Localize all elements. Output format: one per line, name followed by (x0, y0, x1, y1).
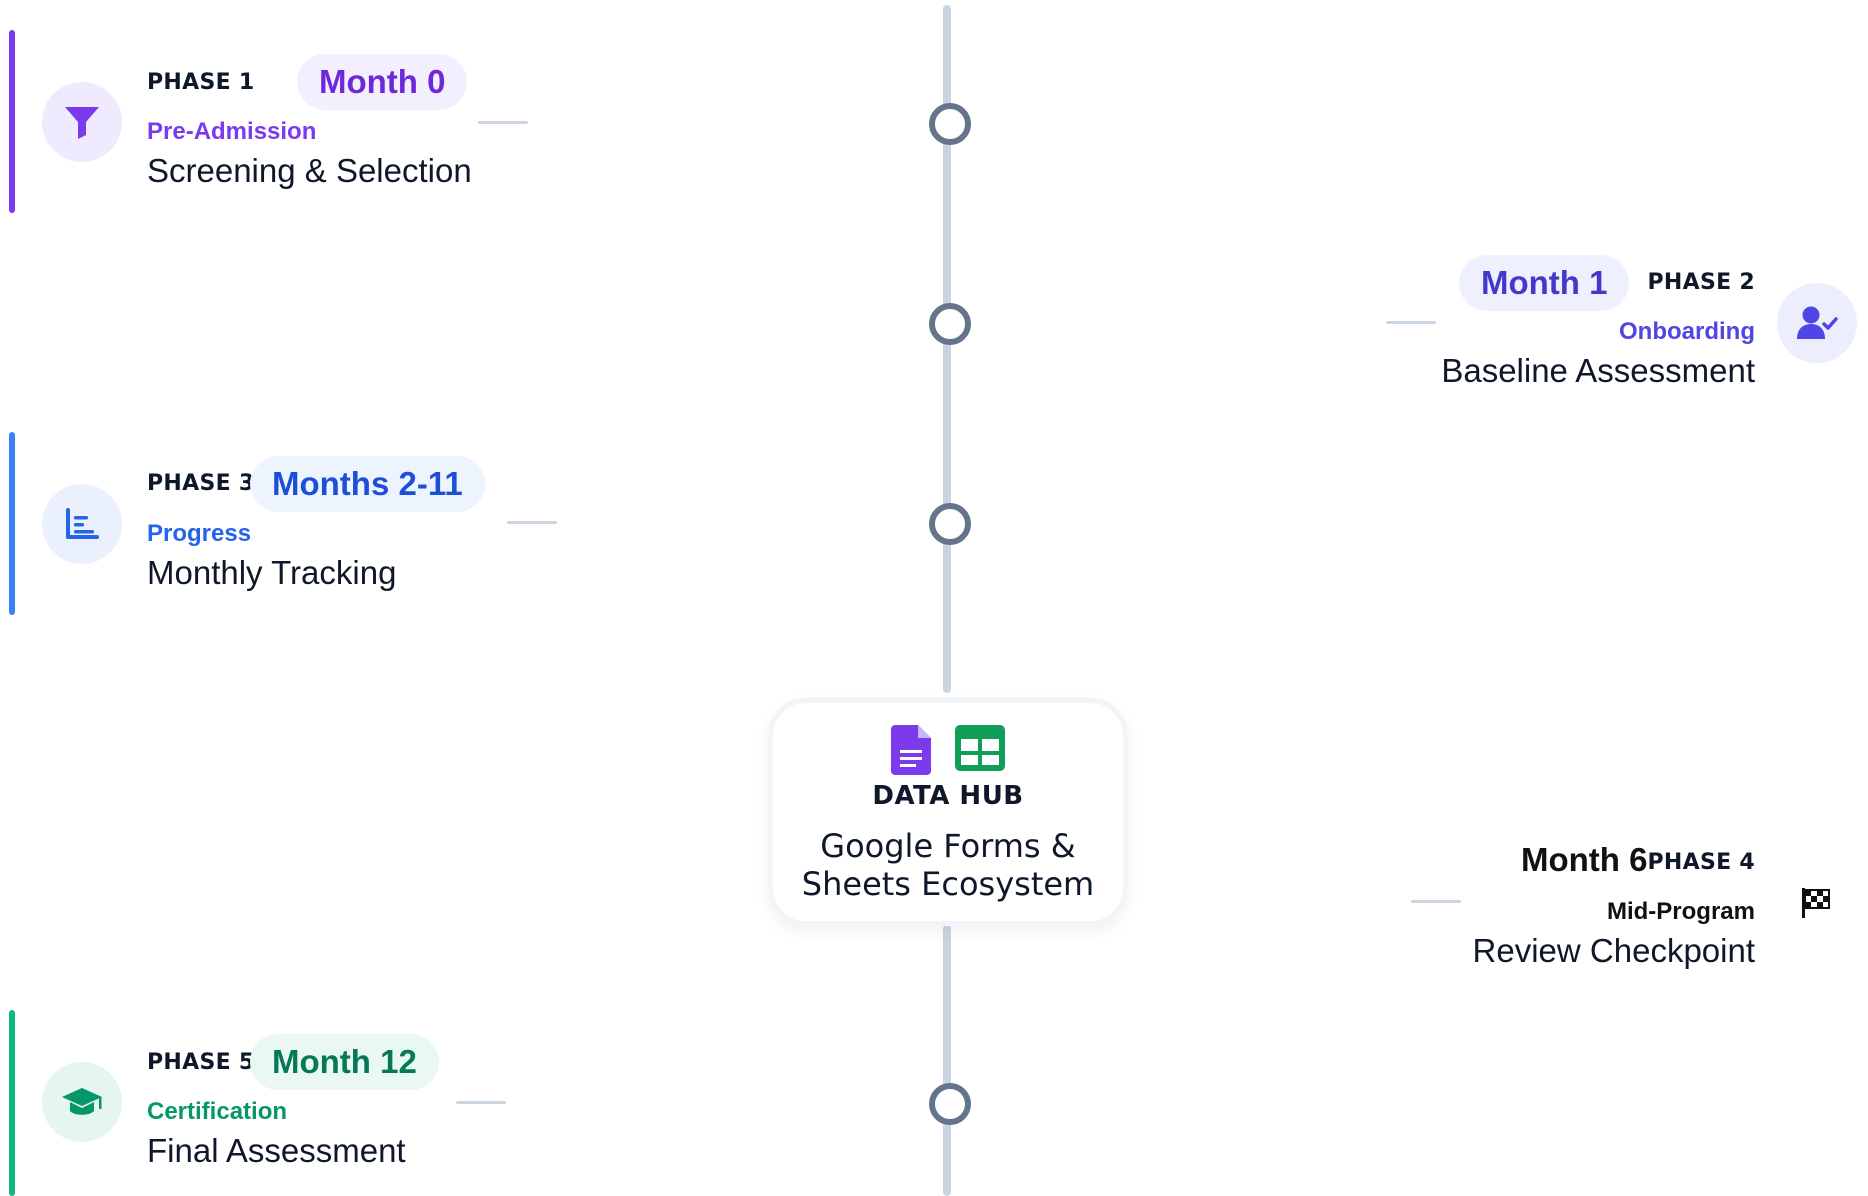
phase-4-month-pill: Month 6 (1521, 841, 1648, 878)
phase-2-category: Onboarding (1619, 318, 1755, 345)
phase-5-category: Certification (147, 1098, 288, 1125)
phase-2-label: PHASE 2 (1647, 270, 1755, 295)
connector-phase-1 (478, 121, 528, 124)
connector-phase-2 (1386, 321, 1436, 324)
checkered-flag-icon (1802, 888, 1830, 918)
phase-1-label: PHASE 1 (147, 70, 255, 95)
phase-3-month-pill: Months 2-11 (250, 456, 485, 512)
connector-phase-3 (507, 521, 557, 524)
phase-5-title: Final Assessment (147, 1132, 406, 1169)
data-hub-title: DATA HUB (872, 781, 1024, 811)
phase-2-month-pill: Month 1 (1459, 255, 1630, 311)
data-hub-line-2: Sheets Ecosystem (801, 865, 1095, 903)
filter-icon (65, 107, 99, 139)
timeline-node-phase-5[interactable] (929, 1083, 971, 1125)
bar-list-icon (66, 508, 99, 539)
phase-4-label: PHASE 4 (1647, 850, 1755, 875)
phase-3-category: Progress (147, 520, 252, 547)
phase-5-label: PHASE 5 (147, 1050, 255, 1075)
phase-2-title: Baseline Assessment (1441, 352, 1755, 389)
connector-phase-4 (1411, 900, 1461, 903)
phase-3-accent-bar (9, 432, 15, 615)
phase-3-title: Monthly Tracking (147, 554, 397, 591)
connector-phase-5 (456, 1101, 506, 1104)
data-hub-description: Google Forms & Sheets Ecosystem (773, 827, 1123, 903)
phase-1-title: Screening & Selection (147, 152, 472, 189)
timeline-node-phase-1[interactable] (929, 103, 971, 145)
phase-5-icon-circle (42, 1062, 122, 1142)
phase-5-accent-bar (9, 1010, 15, 1196)
user-check-icon (1797, 306, 1838, 339)
data-hub-icons (773, 725, 1123, 775)
timeline-node-phase-3[interactable] (929, 503, 971, 545)
data-hub-card[interactable]: DATA HUB Google Forms & Sheets Ecosystem (768, 698, 1128, 926)
graduation-cap-icon (62, 1088, 102, 1115)
phase-1-accent-bar (9, 30, 15, 213)
phase-1-icon-circle (42, 82, 122, 162)
google-sheets-icon (955, 725, 1005, 771)
phase-4-category: Mid-Program (1606, 898, 1755, 925)
timeline-spine-bottom (943, 925, 951, 1196)
phase-1-category: Pre-Admission (147, 118, 317, 145)
timeline-node-phase-2[interactable] (929, 303, 971, 345)
phase-3-icon-circle (42, 484, 122, 564)
phase-3-label: PHASE 3 (147, 471, 255, 496)
google-docs-icon (891, 725, 931, 775)
phase-5-month-pill: Month 12 (250, 1034, 439, 1090)
data-hub-line-1: Google Forms & (820, 827, 1076, 865)
phase-4-title: Review Checkpoint (1472, 932, 1755, 969)
phase-2-icon-circle (1777, 283, 1857, 363)
timeline-spine-top (943, 5, 951, 693)
phase-1-month-pill: Month 0 (297, 54, 468, 110)
